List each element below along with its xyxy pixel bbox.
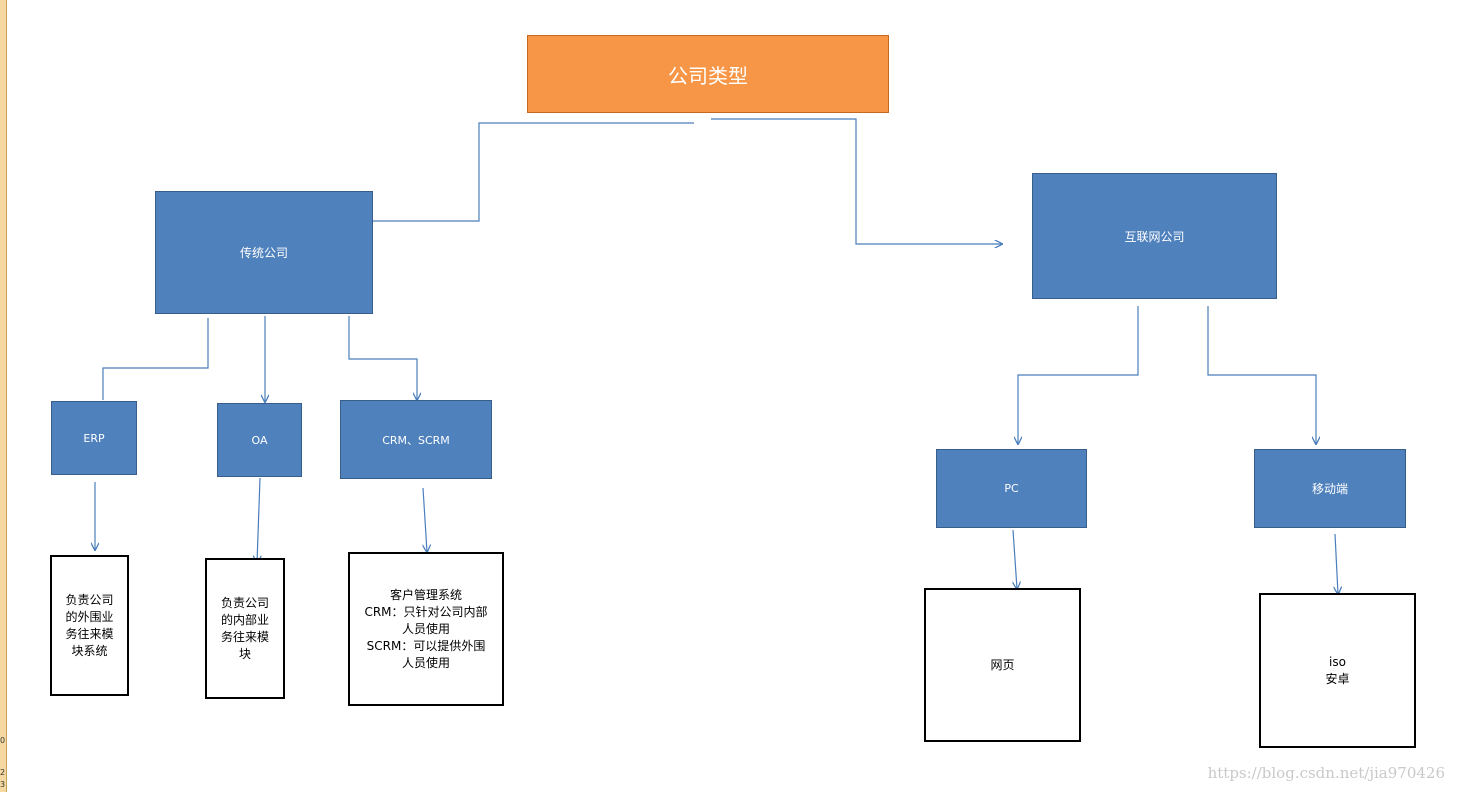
erp-note-line: 负责公司	[65, 592, 114, 607]
crm-note-line: 人员使用	[401, 621, 450, 636]
crm-scrm-node: CRM、SCRM	[340, 400, 492, 479]
oa-label: OA	[251, 433, 268, 447]
traditional-company-node: 传统公司	[155, 191, 373, 314]
connector-crm-note	[423, 487, 427, 552]
oa-note-line: 务往来模	[220, 629, 269, 644]
connector-traditional-erp	[102, 318, 209, 400]
oa-note-line: 的内部业	[220, 612, 269, 627]
crm-note-line: 客户管理系统	[389, 587, 462, 602]
mobile-node: 移动端	[1254, 449, 1406, 528]
root-node: 公司类型	[527, 35, 889, 113]
pc-note-line: 网页	[990, 657, 1015, 672]
connector-internet-mobile	[1207, 306, 1316, 444]
internet-company-node: 互联网公司	[1032, 173, 1277, 299]
oa-note: 负责公司 的内部业 务往来模 块	[205, 558, 285, 699]
ruler-mark: 0	[0, 736, 6, 745]
pc-note: 网页	[924, 588, 1081, 742]
pc-node: PC	[936, 449, 1087, 528]
connector-traditional-crm	[348, 316, 417, 400]
connector-internet-pc	[1018, 306, 1139, 444]
traditional-company-label: 传统公司	[239, 246, 288, 260]
connector-oa-note	[257, 477, 260, 563]
erp-label: ERP	[83, 431, 105, 445]
erp-note-line: 块系统	[71, 643, 108, 658]
internet-company-label: 互联网公司	[1124, 229, 1185, 244]
crm-scrm-note: 客户管理系统 CRM：只针对公司内部 人员使用 SCRM：可以提供外围 人员使用	[348, 552, 504, 706]
crm-scrm-label: CRM、SCRM	[382, 433, 450, 447]
ruler-mark: 2	[0, 768, 6, 777]
erp-note: 负责公司 的外围业 务往来模 块系统	[50, 555, 129, 696]
connector-root-traditional	[373, 122, 694, 222]
ruler-mark: 3	[0, 780, 6, 789]
mobile-note-line: iso	[1329, 654, 1346, 669]
connector-root-internet	[711, 118, 1002, 244]
connector-pc-note	[1013, 529, 1017, 589]
oa-note-line: 块	[238, 646, 251, 661]
crm-note-line: 人员使用	[401, 655, 450, 670]
sheet-ruler	[0, 0, 7, 792]
mobile-note-line: 安卓	[1325, 671, 1350, 686]
pc-label: PC	[1004, 482, 1019, 495]
mobile-note: iso 安卓	[1259, 593, 1416, 748]
erp-note-line: 的外围业	[65, 609, 114, 624]
connector-mobile-note	[1335, 533, 1338, 594]
crm-note-line: CRM：只针对公司内部	[364, 604, 488, 619]
oa-node: OA	[217, 403, 302, 477]
mobile-label: 移动端	[1311, 482, 1348, 496]
root-node-label: 公司类型	[668, 63, 748, 88]
erp-note-line: 务往来模	[65, 626, 114, 641]
crm-note-line: SCRM：可以提供外围	[366, 638, 486, 653]
watermark: https://blog.csdn.net/jia970426	[1207, 764, 1445, 782]
erp-node: ERP	[51, 401, 137, 475]
oa-note-line: 负责公司	[220, 595, 269, 610]
